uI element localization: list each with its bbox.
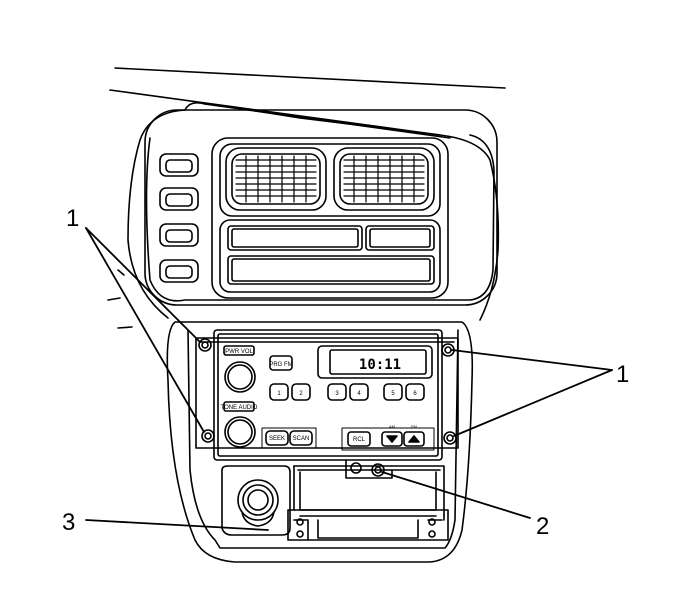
callout-labels: 1 1 2 3 — [62, 205, 629, 540]
preset-button-2[interactable]: 2 — [291, 383, 311, 401]
svg-text:1: 1 — [277, 391, 281, 397]
preset-button-3[interactable]: 3 — [327, 383, 347, 401]
left-switch-bank — [159, 153, 199, 283]
mounting-screws — [198, 338, 457, 445]
tone-label-box — [223, 401, 255, 412]
callout-3: 3 — [62, 509, 75, 536]
triangle-down-icon — [386, 435, 398, 443]
vent-panel — [211, 137, 449, 299]
tune-down-button[interactable] — [381, 431, 403, 447]
preset-button-1[interactable]: 1 — [269, 383, 289, 401]
scan-button[interactable]: SCAN — [289, 430, 313, 446]
tone-knob[interactable] — [224, 416, 256, 448]
triangle-up-icon — [408, 435, 420, 443]
am-label: AM — [389, 424, 395, 429]
pwr-vol-label: PWR VOL — [225, 349, 253, 355]
preset-button-6[interactable]: 6 — [405, 383, 425, 401]
svg-text:2: 2 — [299, 391, 303, 397]
seek-button[interactable]: SEEK — [265, 430, 289, 446]
svg-text:RCL: RCL — [353, 437, 366, 443]
callout-1-right: 1 — [616, 361, 629, 388]
svg-text:SCAN: SCAN — [293, 436, 310, 442]
svg-text:6: 6 — [413, 391, 417, 397]
svg-text:5: 5 — [391, 391, 395, 397]
tone-audio-label: TONE AUDIO — [221, 405, 258, 411]
mode-button[interactable]: PRG FM — [269, 355, 293, 371]
dash-top-lines — [109, 67, 506, 139]
right-vent-grille — [333, 147, 435, 211]
lighter-knob — [221, 465, 291, 536]
lower-bracket — [345, 459, 393, 479]
mode-button-label: PRG FM — [269, 362, 292, 368]
preset-button-4[interactable]: 4 — [349, 383, 369, 401]
ashtray-tray — [287, 465, 449, 541]
svg-text:4: 4 — [357, 391, 361, 397]
callout-2: 2 — [536, 513, 549, 540]
screw-icon — [443, 431, 457, 445]
radio-mounting-plate — [195, 337, 459, 449]
left-vent-grille — [225, 147, 327, 211]
console-bezel — [107, 103, 500, 563]
volume-knob[interactable] — [224, 361, 256, 393]
svg-text:3: 3 — [335, 391, 339, 397]
leader-lines — [85, 227, 613, 531]
svg-text:SEEK: SEEK — [269, 436, 285, 442]
recall-button[interactable]: RCL — [347, 431, 371, 447]
preset-button-5[interactable]: 5 — [383, 383, 403, 401]
radio-unit: PWR VOL TONE AUDIO 10:11 PRG FM 1 — [213, 329, 443, 461]
fm-label: FM — [411, 424, 417, 429]
clock-display: 10:11 — [359, 357, 401, 373]
tune-up-button[interactable] — [403, 431, 425, 447]
screw-icon — [201, 429, 215, 443]
callout-1-left: 1 — [66, 205, 79, 232]
preset-buttons: 1 2 3 4 5 6 — [269, 383, 425, 401]
screw-icon — [198, 338, 212, 352]
pwr-vol-label-box — [223, 345, 255, 356]
